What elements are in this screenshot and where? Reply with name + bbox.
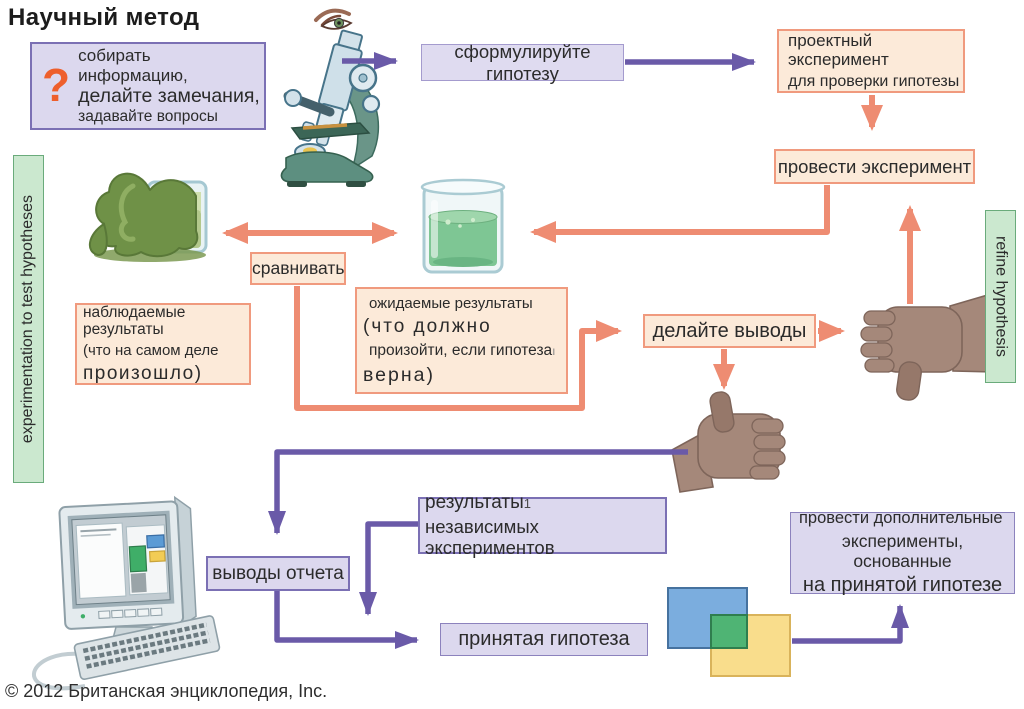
label-experimentation-to-test-hypotheses: experimentation to test hypotheses <box>13 155 44 483</box>
box-line: (что должно <box>363 316 492 338</box>
box-independent-results: результаты1 независимых экспериментов <box>418 492 667 558</box>
thumbs-up-icon <box>671 391 786 493</box>
beaker-illustration <box>420 178 506 274</box>
thumbs-down-icon <box>860 290 999 401</box>
box-line: проектный эксперимент <box>788 30 889 70</box>
arrow-compare-to-conclusions <box>294 286 622 411</box>
box-line: провести дополнительные <box>799 508 1003 527</box>
box-line: делайте выводы <box>652 319 807 342</box>
page-title: Научный метод <box>8 4 200 31</box>
computer-illustration <box>31 495 221 691</box>
arrow-independent-to-accepted-line <box>359 521 418 616</box>
box-line: произойти, если гипотезаı <box>369 341 556 359</box>
box-line: произошло) <box>83 362 203 384</box>
box-line: сравнивать <box>252 258 345 279</box>
box-line: делайте замечания, <box>78 85 260 108</box>
box-line: задавайте вопросы <box>78 107 218 125</box>
microscope-illustration <box>280 29 381 187</box>
copyright-text: © 2012 Британская энциклопедия, Inc. <box>5 681 328 701</box>
box-gather-info: ? собирать информацию, делайте замечания… <box>30 42 266 130</box>
box-line: эксперименты, основанные <box>841 530 964 571</box>
box-design-experiment: проектный эксперимент для проверки гипот… <box>777 29 965 93</box>
label-refine-hypothesis: refine hypothesis <box>985 210 1016 383</box>
box-line: для проверки гипотезы <box>788 72 960 90</box>
box-line: на принятой гипотезе <box>802 574 1003 597</box>
box-observed-results: наблюдаемые результаты (что на самом дел… <box>75 303 251 385</box>
stray-mark: 1 <box>523 496 532 512</box>
gather-info-text: собирать информацию, делайте замечания, … <box>78 46 264 125</box>
box-line: сформулируйте гипотезу <box>454 41 591 84</box>
arrow-thumbsup-to-report <box>268 449 688 535</box>
box-accepted-hypothesis: принятая гипотеза <box>440 623 648 656</box>
box-line: ожидаемые результаты <box>369 294 533 312</box>
overflowing-jar-illustration <box>88 172 208 262</box>
arrow-report-to-accepted <box>274 591 419 649</box>
box-draw-conclusions: делайте выводы <box>643 314 816 348</box>
box-line: независимых экспериментов <box>425 516 555 559</box>
arrow-squares-to-further <box>792 604 909 644</box>
overlapping-squares-illustration <box>667 587 791 677</box>
box-line: результаты1 <box>425 492 532 514</box>
box-line: принятая гипотеза <box>458 628 630 650</box>
box-line: (что на самом деле <box>83 342 219 360</box>
eye-icon <box>314 8 353 30</box>
arrow-perform-to-beaker <box>530 185 830 243</box>
box-additional-experiments: провести дополнительные эксперименты, ос… <box>790 508 1015 597</box>
stray-mark: ı <box>552 343 556 358</box>
box-line: собирать информацию, <box>78 46 188 85</box>
box-line: верна) <box>363 363 435 386</box>
box-compare: сравнивать <box>250 252 346 285</box>
box-perform-experiment: провести эксперимент <box>774 149 975 184</box>
box-line: выводы отчета <box>212 562 344 584</box>
question-mark-icon: ? <box>42 59 71 112</box>
box-line: провести эксперимент <box>777 155 972 177</box>
box-expected-results: ожидаемые результаты (что должно произой… <box>355 287 568 394</box>
box-line: наблюдаемые результаты <box>83 303 186 339</box>
box-formulate-hypothesis: сформулируйте гипотезу <box>421 41 624 84</box>
box-report-conclusions: выводы отчета <box>206 556 350 591</box>
